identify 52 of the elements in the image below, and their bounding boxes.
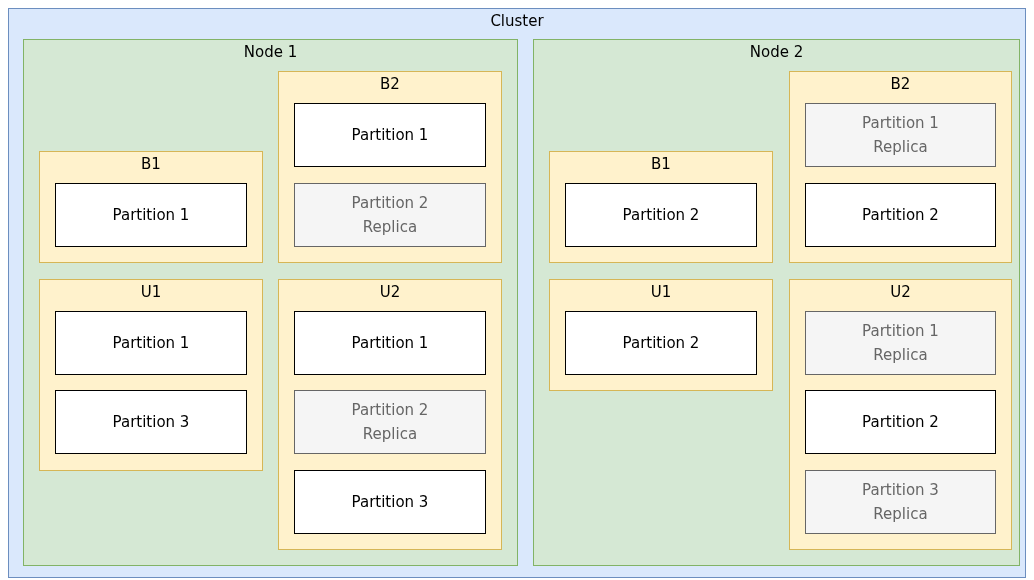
replica-partition-box xyxy=(294,390,486,454)
node-panel xyxy=(23,39,518,566)
partition-box xyxy=(805,183,996,247)
broker-box xyxy=(39,151,263,263)
broker-title: B1 xyxy=(651,155,671,173)
broker-title: U2 xyxy=(890,283,911,301)
replica-partition-box xyxy=(805,470,996,534)
cluster-title: Cluster xyxy=(490,12,544,30)
broker-title: U2 xyxy=(379,283,401,301)
broker-box xyxy=(39,279,263,471)
partition-label: Partition 2 xyxy=(862,205,939,226)
broker-box xyxy=(549,279,773,391)
node-title: Node 2 xyxy=(749,43,804,61)
partition-label: Partition 2 xyxy=(862,412,939,433)
replica-partition-box xyxy=(294,183,486,247)
partition-label: Partition 1 Replica xyxy=(861,321,940,366)
partition-label: Partition 2 Replica xyxy=(350,193,430,238)
partition-label: Partition 1 xyxy=(351,125,429,146)
broker-box xyxy=(278,279,502,550)
partition-label: Partition 1 xyxy=(112,333,190,354)
partition-label: Partition 1 xyxy=(351,333,429,354)
partition-label: Partition 1 Replica xyxy=(861,113,940,158)
partition-box xyxy=(565,183,757,247)
partition-label: Partition 3 xyxy=(351,492,429,513)
partition-label: Partition 2 Replica xyxy=(350,400,430,445)
node-panel xyxy=(533,39,1020,566)
partition-box xyxy=(294,470,486,534)
broker-box xyxy=(549,151,773,263)
node-title: Node 1 xyxy=(243,43,298,61)
partition-box xyxy=(805,390,996,454)
broker-title: U1 xyxy=(140,283,162,301)
cluster-panel xyxy=(8,8,1026,578)
partition-box xyxy=(565,311,757,375)
partition-box xyxy=(55,183,247,247)
broker-box xyxy=(789,71,1012,263)
partition-label: Partition 1 xyxy=(112,205,190,226)
partition-box xyxy=(55,311,247,375)
broker-title: U1 xyxy=(650,283,672,301)
partition-label: Partition 2 xyxy=(622,333,700,354)
replica-partition-box xyxy=(805,311,996,375)
broker-title: B1 xyxy=(141,155,161,173)
partition-box xyxy=(294,103,486,167)
broker-title: B2 xyxy=(380,75,400,93)
partition-box xyxy=(55,390,247,454)
partition-box xyxy=(294,311,486,375)
partition-label: Partition 2 xyxy=(622,205,700,226)
replica-partition-box xyxy=(805,103,996,167)
broker-box xyxy=(278,71,502,263)
broker-title: B2 xyxy=(890,75,911,93)
partition-label: Partition 3 xyxy=(112,412,190,433)
partition-label: Partition 3 Replica xyxy=(861,480,940,525)
broker-box xyxy=(789,279,1012,550)
